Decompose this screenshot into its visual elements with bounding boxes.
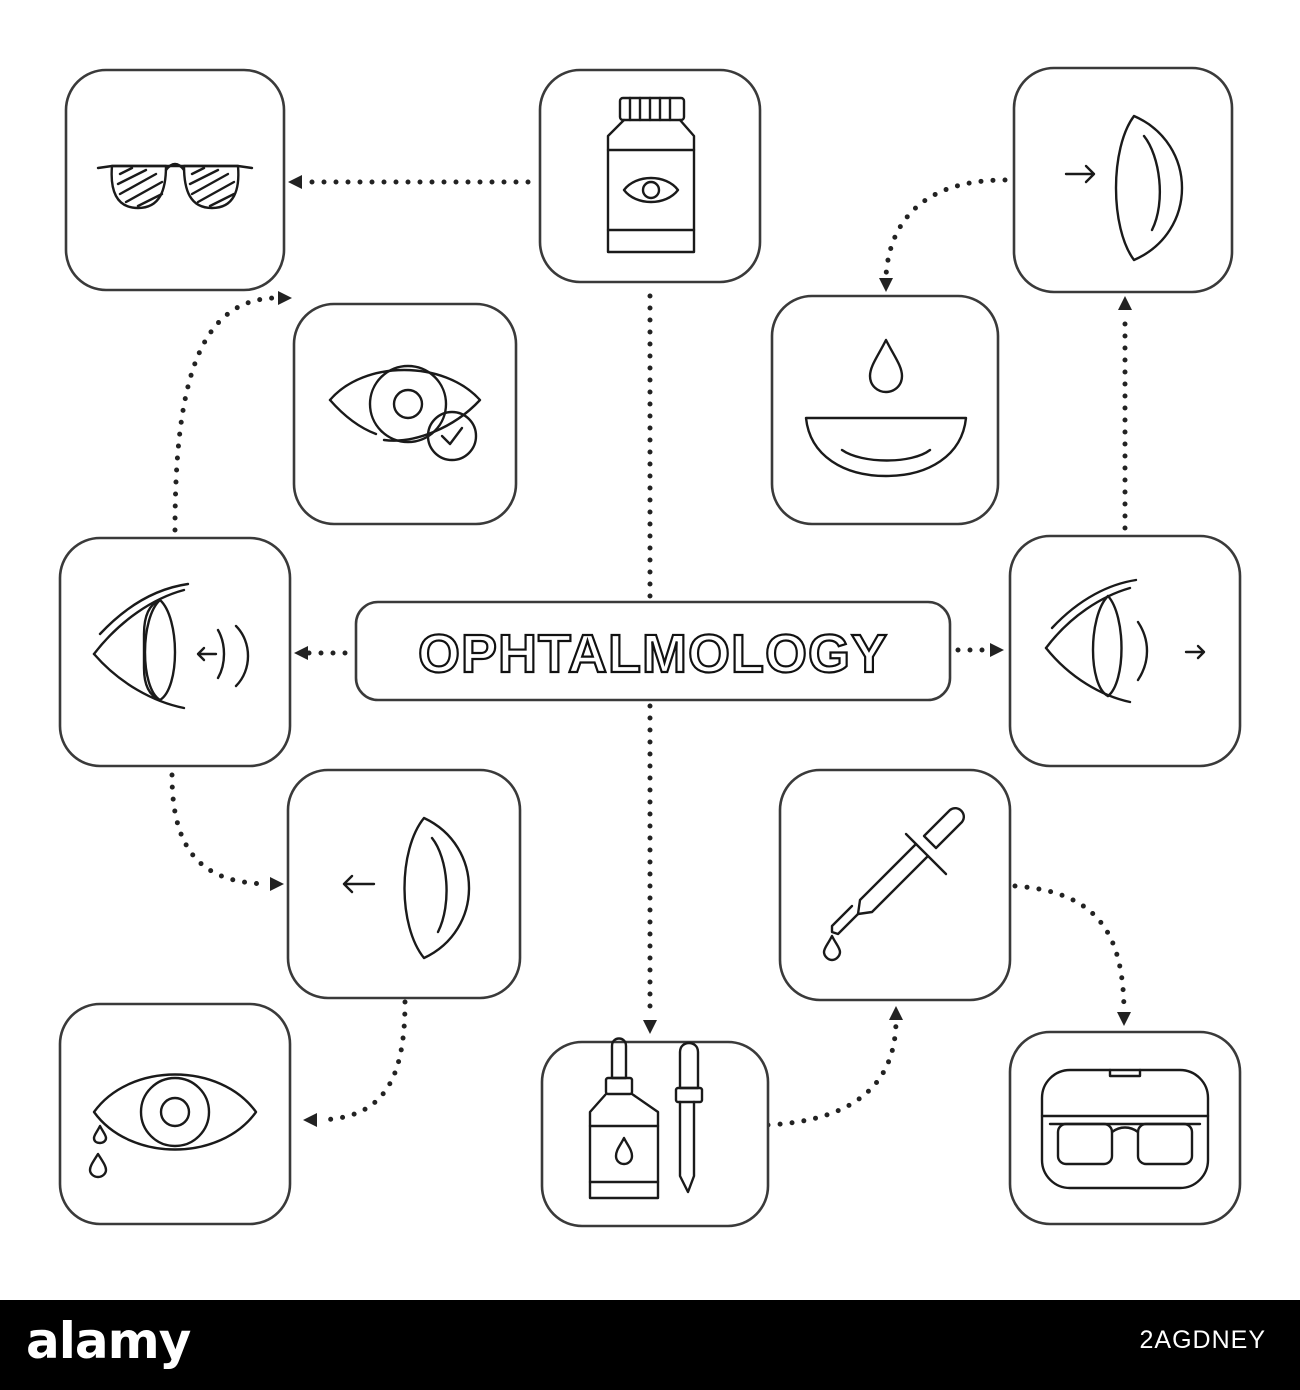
arrowhead xyxy=(889,1006,903,1020)
brand-logo: alamy xyxy=(26,1312,191,1370)
arrowhead xyxy=(1118,296,1132,310)
node-sunglasses xyxy=(64,68,286,292)
node-lens-solution xyxy=(770,294,1000,526)
arrowhead xyxy=(270,877,284,891)
eye-contact-lens-put-icon xyxy=(1044,578,1206,704)
node-lens-insert xyxy=(1012,66,1234,294)
lens-drop-solution-icon xyxy=(804,338,968,478)
node-eye-pills xyxy=(538,68,762,284)
pipette-dropper-icon xyxy=(822,807,965,962)
connector-left-eye-to-lens-remove xyxy=(169,772,271,887)
contact-lens-insert-icon xyxy=(1064,114,1184,262)
arrowhead xyxy=(288,175,302,189)
pinhole-glasses-icon xyxy=(96,162,254,210)
connector-dropper-to-case xyxy=(1012,883,1127,1013)
arrowhead xyxy=(303,1113,317,1127)
connector-insert-to-solution xyxy=(883,177,1008,279)
connector-lens-remove-to-tearing xyxy=(317,999,408,1123)
node-tearing-eye xyxy=(58,1002,292,1226)
eye-exam-check-icon xyxy=(328,364,482,462)
node-eye-check xyxy=(292,302,518,526)
arrowhead xyxy=(1117,1012,1131,1026)
node-dropper xyxy=(778,768,1012,1002)
footer-bar: alamy 2AGDNEY xyxy=(0,1300,1300,1390)
ophthalmology-mind-map: OPHTALMOLOGY xyxy=(58,66,1242,1228)
contact-lens-remove-icon xyxy=(342,816,470,960)
image-id: 2AGDNEY xyxy=(1139,1326,1266,1354)
glasses-case-icon xyxy=(1040,1068,1210,1190)
arrowhead xyxy=(879,278,893,292)
eye-medicine-bottle-icon xyxy=(606,96,696,254)
node-eye-lens-right xyxy=(1008,534,1242,768)
node-glasses-case xyxy=(1008,1030,1242,1226)
eye-drops-pipette-icon xyxy=(588,1037,704,1200)
connector-left-eye-to-check xyxy=(172,295,278,533)
eye-contact-lens-removal-icon xyxy=(92,582,250,710)
node-lens-remove xyxy=(286,768,522,1000)
tearing-eye-icon xyxy=(88,1073,258,1179)
arrowhead xyxy=(990,643,1004,657)
node-eye-drops xyxy=(540,1037,770,1228)
arrowhead xyxy=(643,1020,657,1034)
arrowhead xyxy=(278,291,292,305)
node-eye-lens-left xyxy=(58,536,292,768)
connectors xyxy=(169,175,1132,1128)
connector-drops-to-dropper xyxy=(765,1019,899,1128)
diagram-title: OPHTALMOLOGY xyxy=(418,624,888,684)
arrowhead xyxy=(294,646,308,660)
title-node: OPHTALMOLOGY xyxy=(354,600,952,702)
